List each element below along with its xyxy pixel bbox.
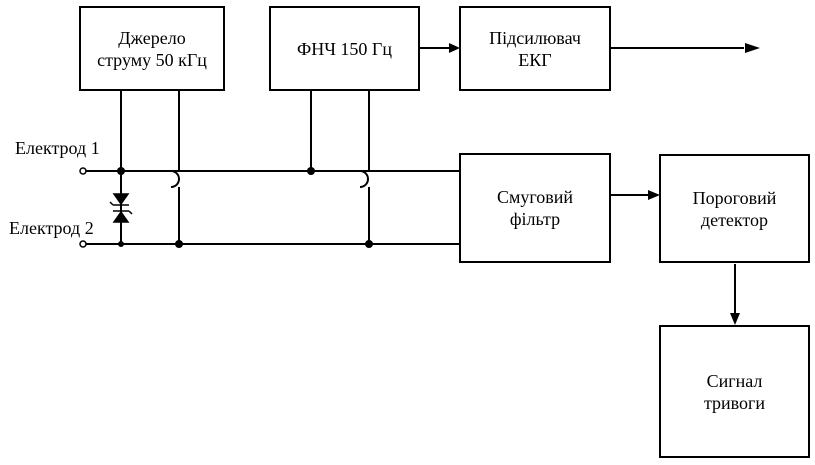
arrow-to-alarm <box>730 313 740 325</box>
top-signal-line <box>84 170 460 188</box>
junction-dot <box>118 241 124 247</box>
lowpass-filter-block: ФНЧ 150 Гц <box>269 6 420 91</box>
alarm-signal-block: Сигнал тривоги <box>659 325 810 458</box>
arrow-to-amplifier <box>449 43 460 53</box>
ecg-amplifier-block: Підсилювач ЕКГ <box>459 6 611 91</box>
current-source-label: Джерело струму 50 кГц <box>97 27 207 70</box>
junction-dot <box>175 240 183 248</box>
junction-dot <box>365 240 373 248</box>
zener-diode-pair <box>109 193 133 223</box>
electrode-2-label: Електрод 2 <box>9 218 94 238</box>
threshold-detector-label: Пороговий детектор <box>692 187 777 230</box>
arrow-output-ecg <box>745 43 760 53</box>
junction-dot <box>307 167 315 175</box>
threshold-detector-block: Пороговий детектор <box>659 154 810 263</box>
junction-dot <box>117 167 125 175</box>
electrode-1-label: Електрод 1 <box>15 138 100 158</box>
ecg-amplifier-label: Підсилювач ЕКГ <box>489 27 581 70</box>
alarm-signal-label: Сигнал тривоги <box>703 370 766 413</box>
electrode-2-terminal <box>79 240 87 248</box>
arrow-to-detector <box>648 190 660 200</box>
electrode-1-terminal <box>79 167 87 175</box>
bandpass-filter-label: Смуговий фільтр <box>496 187 574 229</box>
current-source-block: Джерело струму 50 кГц <box>79 6 225 91</box>
bandpass-filter-block: Смуговий фільтр <box>459 153 611 263</box>
lowpass-filter-label: ФНЧ 150 Гц <box>297 38 392 59</box>
